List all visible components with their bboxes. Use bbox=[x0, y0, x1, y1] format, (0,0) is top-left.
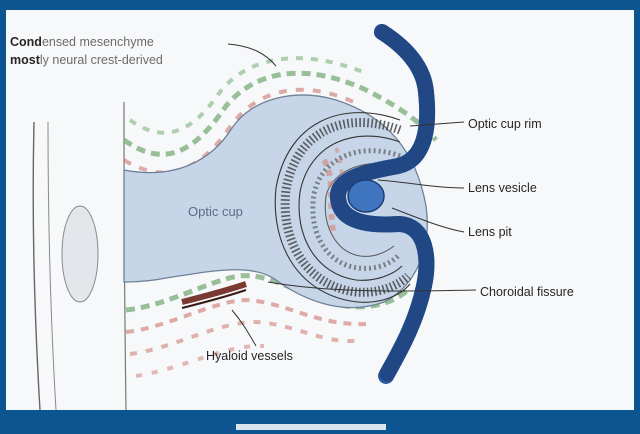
label-lens-pit: Lens pit bbox=[468, 225, 512, 239]
leader-choroidal-fissure bbox=[267, 281, 477, 292]
body-wall-line-outer bbox=[32, 121, 41, 410]
leader-optic-cup-rim bbox=[409, 121, 465, 127]
body-wall-line-inner bbox=[47, 121, 57, 410]
leader-lens-pit bbox=[391, 207, 465, 233]
hyaloid-vessels-drawing bbox=[181, 281, 247, 309]
label-condensed-mesenchyme: Condensed mesenchyme bbox=[10, 35, 154, 49]
label-choroidal-fissure: Choroidal fissure bbox=[480, 285, 574, 299]
brain-vesicle-oval bbox=[61, 205, 99, 303]
label-hyaloid-vessels: Hyaloid vessels bbox=[206, 349, 293, 363]
label-optic-cup: Optic cup bbox=[188, 204, 243, 219]
bottom-border bbox=[0, 410, 640, 434]
leader-hyaloid-vessels bbox=[231, 309, 257, 347]
leader-lines bbox=[227, 43, 477, 347]
leader-condensed bbox=[227, 43, 277, 67]
optic-cup-diagram: Condensed mesenchyme mostly neural crest… bbox=[10, 24, 574, 410]
diagram-panel: Condensed mesenchyme mostly neural crest… bbox=[6, 10, 634, 410]
label-lens-vesicle: Lens vesicle bbox=[468, 181, 537, 195]
retina-layer bbox=[274, 112, 412, 303]
label-optic-cup-rim: Optic cup rim bbox=[468, 117, 542, 131]
lens-ectoderm bbox=[330, 24, 436, 384]
label-mostly-neural-crest: mostly neural crest-derived bbox=[10, 53, 163, 67]
cropped-caption-residue bbox=[236, 424, 386, 430]
leader-lens-vesicle bbox=[377, 179, 465, 189]
mesenchyme-lower bbox=[125, 273, 412, 378]
